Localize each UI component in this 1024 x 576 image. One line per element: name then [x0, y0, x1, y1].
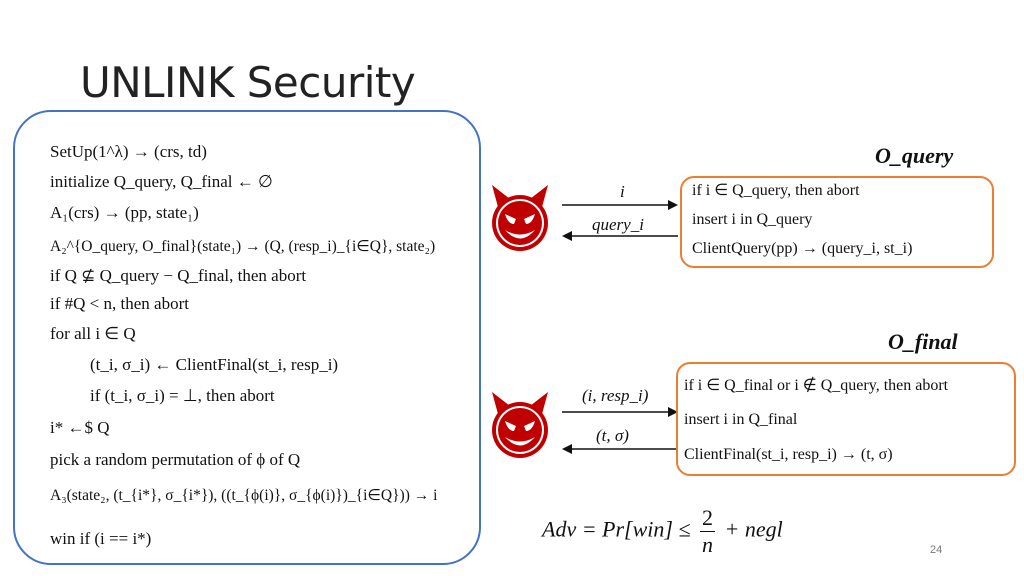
devil-face-icon: [492, 392, 548, 458]
game-line-a3: A₃(state₂, (t_{i*}, σ_{i*}), ((t_{ϕ(i)},…: [50, 487, 438, 504]
oracle-final-title: O_final: [888, 329, 958, 354]
oracle-query-line-3: ClientQuery(pp) → (query_i, st_i): [692, 240, 913, 257]
devil-face-icon: [492, 185, 548, 251]
fraction-denominator: n: [702, 532, 714, 557]
fraction-numerator: 2: [700, 505, 716, 532]
slide-title: UNLINK Security: [80, 58, 416, 107]
game-line-client-final: (t_i, σ_i) ← ClientFinal(st_i, resp_i): [90, 355, 339, 374]
game-line-for-all: for all i ∈ Q: [50, 324, 136, 343]
oracle-query-box: [680, 176, 994, 268]
advantage-fraction: 2 n: [700, 505, 716, 558]
security-game-box: [13, 110, 481, 565]
query-arrows: [562, 200, 678, 241]
game-line-bottom-check: if (t_i, σ_i) = ⊥, then abort: [90, 386, 275, 405]
oracle-query-title: O_query: [875, 143, 954, 168]
final-arrows: [562, 407, 678, 454]
oracle-final-line-3: ClientFinal(st_i, resp_i) → (t, σ): [684, 446, 893, 463]
game-line-sample: i* ←$ Q: [50, 418, 110, 437]
advantage-lhs: Adv = Pr[win] ≤: [542, 516, 691, 542]
query-arrow-out-label: query_i: [592, 215, 644, 234]
oracle-final-box: [676, 362, 1016, 476]
game-line-a2: A₂^{O_query, O_final}(state₁) → (Q, (res…: [50, 238, 436, 255]
game-line-count-check: if #Q < n, then abort: [50, 294, 189, 313]
page-number: 24: [930, 544, 943, 556]
advantage-formula: Adv = Pr[win] ≤ 2 n + negl: [542, 505, 783, 558]
game-line-win: win if (i == i*): [50, 529, 152, 548]
game-line-subset-check: if Q ⊈ Q_query − Q_final, then abort: [50, 266, 307, 285]
oracle-query-line-1: if i ∈ Q_query, then abort: [692, 182, 860, 199]
oracle-final-line-2: insert i in Q_final: [684, 411, 798, 428]
query-arrow-in-label: i: [620, 182, 625, 201]
advantage-rhs: + negl: [724, 516, 783, 542]
game-line-a1: A₁(crs) → (pp, state₁): [50, 203, 199, 222]
final-arrow-out-label: (t, σ): [596, 426, 629, 445]
final-arrow-in-label: (i, resp_i): [582, 386, 649, 405]
oracle-final-line-1: if i ∈ Q_final or i ∉ Q_query, then abor…: [684, 377, 949, 394]
oracle-query-line-2: insert i in Q_query: [692, 211, 813, 228]
game-line-initialize: initialize Q_query, Q_final ← ∅: [50, 172, 273, 191]
game-line-permutation: pick a random permutation of ϕ of Q: [50, 450, 301, 469]
game-line-setup: SetUp(1^λ) → (crs, td): [50, 142, 207, 161]
